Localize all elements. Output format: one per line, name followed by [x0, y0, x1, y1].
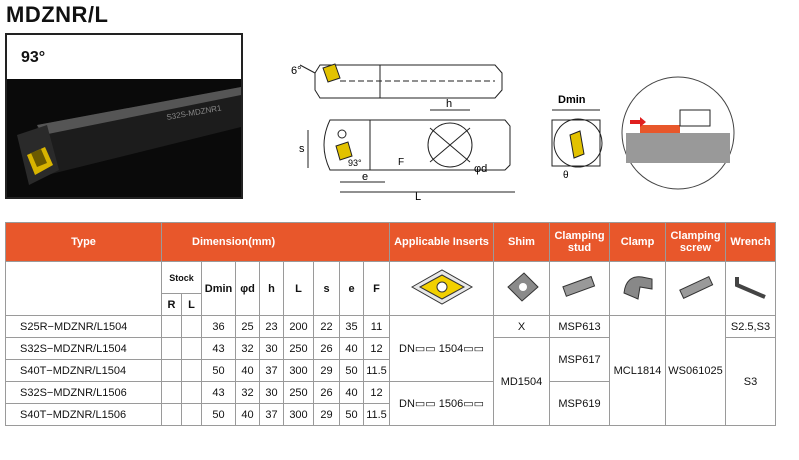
wrench-image — [725, 261, 776, 316]
shim-x: X — [493, 315, 550, 338]
angle-label: 93° — [21, 49, 46, 66]
wrench-1: S2.5,S3 — [725, 315, 776, 338]
stock-label: Stock — [161, 261, 202, 294]
col-stock-l: L — [181, 293, 202, 316]
clamp-image — [609, 261, 666, 316]
stud-617: MSP617 — [549, 337, 610, 382]
col-d: φd — [235, 261, 260, 316]
label-93: 93° — [348, 158, 362, 168]
label-f: F — [398, 157, 404, 168]
header-screw: Clamping screw — [665, 222, 726, 262]
label-l: L — [415, 191, 421, 203]
screw-value: WS061025 — [665, 315, 726, 426]
product-photo: 93° S32S-MDZNR1 — [5, 33, 243, 199]
insert-1504: DN▭▭ 1504▭▭ — [389, 315, 494, 382]
label-h: h — [446, 98, 452, 110]
stud-619: MSP619 — [549, 381, 610, 426]
screw-image — [665, 261, 726, 316]
stud-image — [549, 261, 610, 316]
header-type: Type — [5, 222, 162, 262]
col-h: h — [259, 261, 284, 316]
label-dmin: Dmin — [558, 94, 586, 106]
label-theta: θ — [563, 170, 569, 181]
col-dmin: Dmin — [201, 261, 236, 316]
stud-613: MSP613 — [549, 315, 610, 338]
label-e: e — [362, 171, 368, 183]
header-shim: Shim — [493, 222, 550, 262]
shim-md: MD1504 — [493, 337, 550, 426]
col-l: L — [283, 261, 314, 316]
insert-1506: DN▭▭ 1506▭▭ — [389, 381, 494, 426]
boring-bar-image: S32S-MDZNR1 — [7, 35, 241, 197]
label-s: s — [299, 143, 305, 155]
header-wrench: Wrench — [725, 222, 776, 262]
insert-image — [389, 261, 494, 316]
header-inserts: Applicable Inserts — [389, 222, 494, 262]
label-d: φd — [474, 163, 487, 175]
angle-6: 6° — [291, 65, 302, 77]
header-stud: Clamping stud — [549, 222, 610, 262]
col-r: R — [161, 293, 182, 316]
wrench-2: S3 — [725, 337, 776, 426]
technical-drawing: 6° h s 93° F φd e L Dmin θ — [291, 63, 735, 203]
col-s: s — [313, 261, 340, 316]
clamp-value: MCL1814 — [609, 315, 666, 426]
header-dimension: Dimension(mm) — [161, 222, 390, 262]
spec-table: Type Dimension(mm) Applicable Inserts Sh… — [5, 222, 776, 426]
page-title: MDZNR/L — [6, 2, 109, 27]
shim-image — [493, 261, 550, 316]
header-clamp: Clamp — [609, 222, 666, 262]
col-e: e — [339, 261, 364, 316]
col-f: F — [363, 261, 390, 316]
